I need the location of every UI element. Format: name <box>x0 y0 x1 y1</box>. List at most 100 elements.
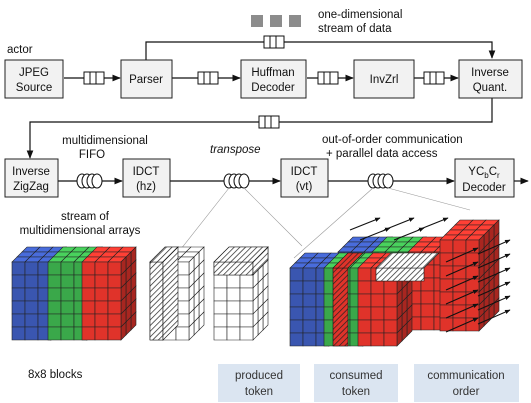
cube-front-cell <box>81 287 96 302</box>
md-fifo-line1: multidimensional <box>62 135 148 147</box>
one-dim-line1: one-dimensional <box>318 9 402 21</box>
cube-front-cell <box>370 293 385 308</box>
cube-front-cell <box>239 326 254 341</box>
idct-hz-line1: IDCT <box>133 166 160 178</box>
cube-front-cell <box>226 313 241 328</box>
cube-front-cell <box>370 306 385 321</box>
data-token-squares <box>251 15 301 27</box>
cube-front-cell <box>94 274 109 289</box>
cube-front-cell <box>107 300 122 315</box>
cube-front-cell <box>370 280 385 295</box>
fifo-1d-bypass <box>263 35 285 49</box>
consumed-front <box>332 267 349 347</box>
order-arrow <box>445 261 479 277</box>
quant-line1: Inverse <box>471 67 509 79</box>
cube-front-cell <box>357 319 372 334</box>
cube-front-cell <box>439 317 454 332</box>
transpose-blocks <box>149 246 269 341</box>
caption-consumed-token: consumed token <box>314 364 398 402</box>
jpeg-source-line2: Source <box>16 82 52 94</box>
cube-front-cell <box>302 306 317 321</box>
cube-front-cell <box>94 300 109 315</box>
cube-front-cell <box>213 287 228 302</box>
fifo-1d-invzrl-quant <box>423 71 445 85</box>
cube-front-cell <box>11 287 26 302</box>
fifo-md-out-of-order <box>367 173 394 189</box>
cube-front-cell <box>81 313 96 328</box>
cube-front-cell <box>439 291 454 306</box>
order-arrow <box>445 289 479 305</box>
hatched-row-side <box>252 246 269 276</box>
cube-front-cell <box>81 326 96 341</box>
cube-front-cell <box>175 326 190 341</box>
cube-front-cell <box>94 326 109 341</box>
stream-arrays-line2: multidimensional arrays <box>20 225 141 237</box>
cube-front-cell <box>420 290 435 305</box>
cube-front-cell <box>107 261 122 276</box>
order-arrow <box>445 247 479 263</box>
actor-inverse-zigzag: Inverse ZigZag <box>4 158 59 198</box>
blocks-label: 8x8 blocks <box>28 369 83 381</box>
cube-front-cell <box>226 300 241 315</box>
fifo-1d-parser-huffman <box>197 71 219 85</box>
cube-front-cell <box>94 287 109 302</box>
cube-front-cell <box>289 306 304 321</box>
fifo-1d-huffman-invzrl <box>317 71 339 85</box>
communication-line1: communication <box>427 370 504 382</box>
produced-front <box>375 267 425 282</box>
block-red-left <box>81 246 137 341</box>
cube-front-cell <box>47 313 62 328</box>
zigzag-line1: Inverse <box>12 166 50 178</box>
cube-front-cell <box>452 252 467 267</box>
cube-front-cell <box>370 319 385 334</box>
ycbcr-line1: YCbCr <box>468 166 500 180</box>
produced-token-row <box>375 252 440 282</box>
hatched-column-front <box>149 261 164 341</box>
huffman-line2: Decoder <box>251 82 295 94</box>
cube-front-cell <box>24 274 39 289</box>
cube-front-cell <box>81 261 96 276</box>
cube-front-cell <box>383 306 398 321</box>
idct-vt-line2: (vt) <box>296 181 313 193</box>
zigzag-line2: ZigZag <box>13 181 49 193</box>
cube-front-cell <box>11 274 26 289</box>
invzrl-label: InvZrl <box>370 74 399 86</box>
cube-front-cell <box>47 261 62 276</box>
cube-front-cell <box>11 326 26 341</box>
rgb-blocks-right <box>289 217 511 347</box>
cube-front-cell <box>213 274 228 289</box>
order-arrow <box>477 281 511 297</box>
cube-front-cell <box>60 261 75 276</box>
cube-front-cell <box>465 239 480 254</box>
order-arrow <box>359 227 391 241</box>
one-dim-line2: stream of data <box>318 23 392 35</box>
order-arrow <box>445 275 479 291</box>
cube-front-cell <box>24 300 39 315</box>
consumed-line2: token <box>342 386 370 398</box>
cube-front-cell <box>107 287 122 302</box>
hatched-row-front <box>213 261 254 276</box>
cube-front-cell <box>47 274 62 289</box>
quant-line2: Quant. <box>473 82 508 94</box>
order-arrow <box>477 253 511 269</box>
consumed-line1: consumed <box>329 370 382 382</box>
actor-jpeg-source: JPEG Source <box>4 59 64 99</box>
actor-huffman-decoder: Huffman Decoder <box>240 59 307 99</box>
cube-front-cell <box>439 265 454 280</box>
fifo-md-zigzag-idct <box>76 173 103 189</box>
fifo-1d-return <box>258 115 280 129</box>
fifo-1d-jpeg-parser <box>83 71 105 85</box>
fifo-md-transpose <box>223 173 250 189</box>
cube-front-cell <box>60 326 75 341</box>
cube-front-cell <box>213 313 228 328</box>
cube-front-cell <box>81 300 96 315</box>
cube-front-cell <box>383 280 398 295</box>
cube-front-cell <box>24 326 39 341</box>
cube-front-cell <box>357 306 372 321</box>
cube-front-cell <box>289 293 304 308</box>
cube-front-cell <box>47 300 62 315</box>
actor-label: actor <box>7 44 33 56</box>
cube-front-cell <box>452 239 467 254</box>
parser-label: Parser <box>129 74 163 86</box>
